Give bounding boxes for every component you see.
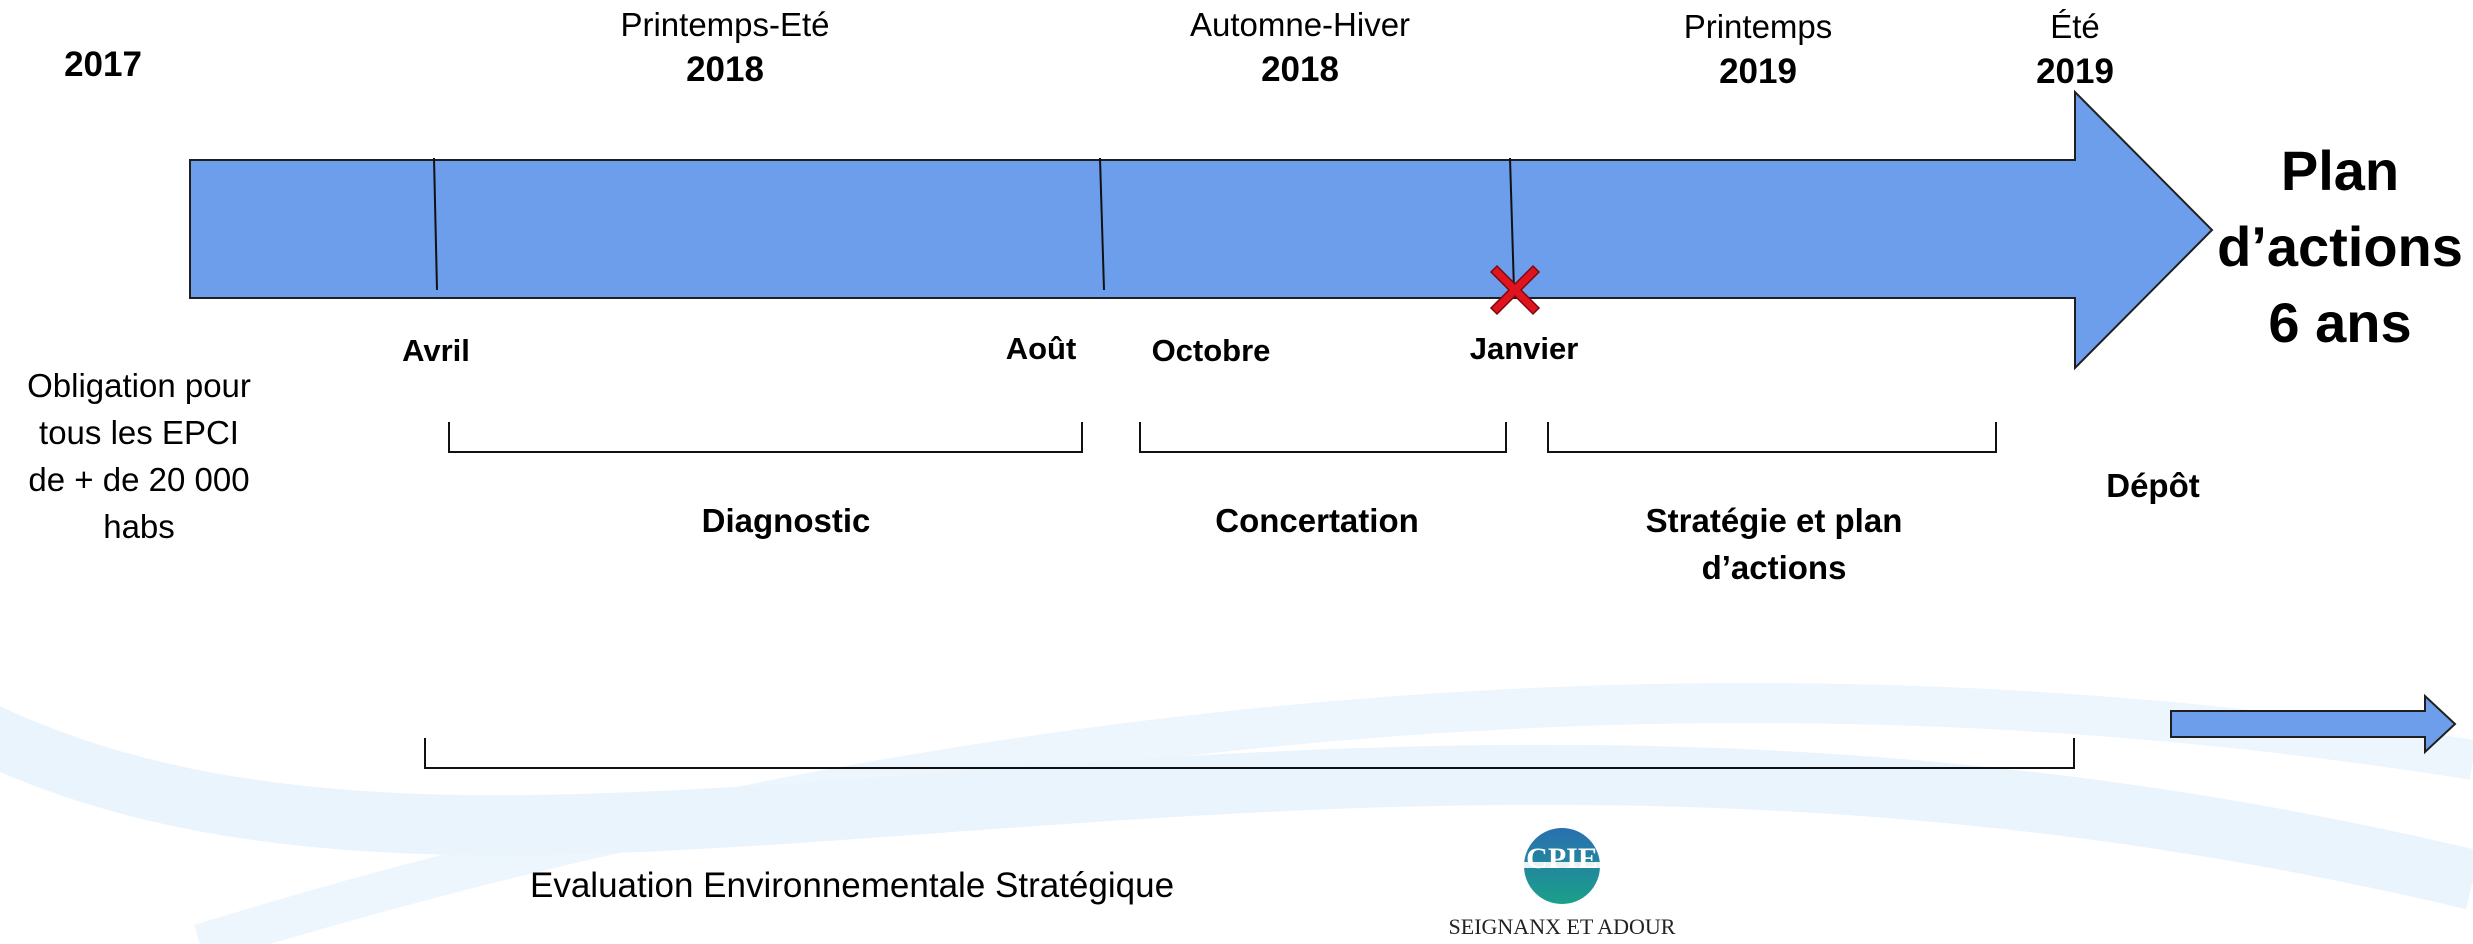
month-label-janvier: Janvier	[1469, 331, 1579, 366]
bracket-strategie	[1547, 422, 1997, 453]
season-label: Printemps	[1683, 8, 1833, 45]
year-label: 2018	[1261, 50, 1339, 89]
bracket-concertation	[1139, 422, 1507, 453]
phase-depot: Dépôt	[2106, 467, 2200, 504]
year-label: 2017	[64, 45, 142, 84]
phase-concertation: Concertation	[1215, 502, 1419, 539]
tick-aout	[1099, 157, 1105, 291]
small-arrow	[2170, 693, 2457, 755]
year-label: 2019	[2036, 52, 2114, 91]
timeline-arrow	[189, 89, 2214, 371]
phase-strategie-line: d’actions	[1701, 549, 1847, 586]
outcome-line: Plan	[2280, 139, 2400, 202]
season-label: Été	[2050, 8, 2100, 45]
obligation-line: de + de 20 000	[28, 461, 250, 498]
phase-strategie: Stratégie et plan d’actions	[1646, 497, 1903, 591]
logo-initials: CPIE	[1526, 842, 1598, 875]
outcome-line: 6 ans	[2268, 291, 2412, 354]
obligation-line: Obligation pour	[27, 367, 251, 404]
month-label-aout: Août	[1005, 331, 1077, 366]
season-label: Printemps-Eté	[620, 6, 830, 43]
outcome-line: d’actions	[2217, 215, 2463, 278]
phase-diagnostic: Diagnostic	[701, 502, 871, 539]
evaluation-label: Evaluation Environnementale Stratégique	[530, 866, 1175, 905]
obligation-line: habs	[103, 508, 175, 545]
logo-name: SEIGNANX ET ADOUR	[1448, 914, 1676, 939]
month-label-octobre: Octobre	[1151, 333, 1271, 368]
outcome-label: Plan d’actions 6 ans	[2217, 133, 2463, 361]
cpie-logo: CPIE SEIGNANX ET ADOUR	[1440, 822, 1690, 944]
obligation-note: Obligation pour tous les EPCI de + de 20…	[27, 362, 251, 550]
bracket-diagnostic	[448, 422, 1083, 453]
logo-emblem	[1524, 828, 1600, 904]
month-label-avril: Avril	[402, 333, 470, 368]
obligation-line: tous les EPCI	[39, 414, 239, 451]
bracket-evaluation	[424, 738, 2075, 769]
phase-strategie-line: Stratégie et plan	[1645, 502, 1903, 539]
current-position-marker	[1489, 264, 1541, 316]
season-label: Automne-Hiver	[1189, 6, 1411, 43]
year-label: 2018	[686, 50, 764, 89]
year-label: 2019	[1719, 52, 1797, 91]
tick-janvier	[1509, 157, 1515, 291]
tick-avril	[433, 157, 438, 291]
